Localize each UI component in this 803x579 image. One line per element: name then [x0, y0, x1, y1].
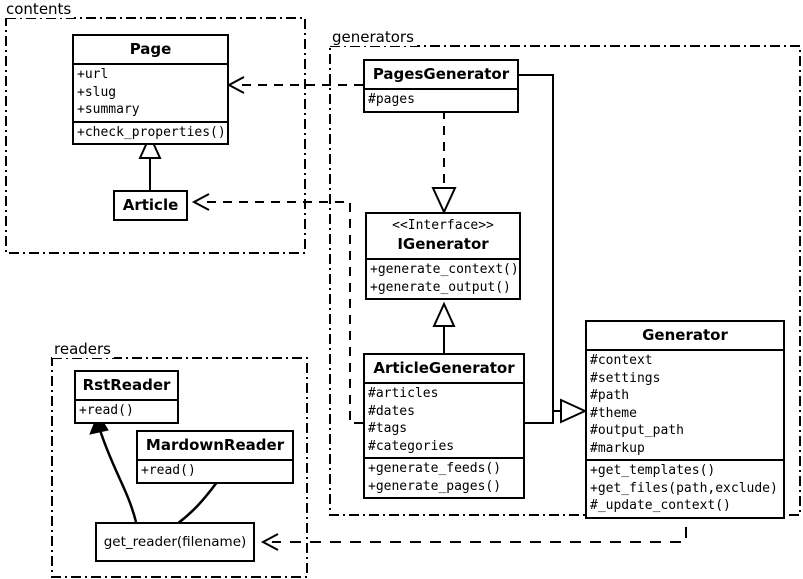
- attribute: #output_path: [590, 423, 684, 438]
- attribute: +slug: [77, 84, 117, 100]
- attribute: #settings: [590, 370, 661, 386]
- package-label-contents: contents: [4, 0, 75, 18]
- class-page-attributes: +url +slug +summary: [74, 63, 227, 121]
- relation-pagesgenerator-depends-page: [226, 76, 363, 94]
- attribute: #articles: [368, 386, 439, 401]
- attribute: +summary: [77, 102, 140, 117]
- operation: +generate_context(): [370, 262, 519, 277]
- operation: +generate_pages(): [368, 478, 502, 494]
- class-generator-attributes: #context #settings #path #theme #output_…: [587, 349, 783, 459]
- operation: +generate_feeds(): [368, 461, 502, 476]
- class-rstreader-title: RstReader: [82, 376, 171, 394]
- class-mardownreader-operations: +read(): [138, 459, 292, 482]
- class-generator-title: Generator: [642, 326, 728, 344]
- function-box-get-reader[interactable]: get_reader(filename): [95, 522, 255, 562]
- class-article-title: Article: [122, 196, 179, 214]
- relation-generators-generalize-generator: [519, 74, 588, 424]
- class-generator-operations: +get_templates() +get_files(path,exclude…: [587, 459, 783, 517]
- class-mardownreader-title: MardownReader: [145, 436, 285, 454]
- relation-articlegenerator-generalizes-igenerator: [432, 301, 456, 353]
- attribute: #tags: [368, 421, 408, 436]
- attribute: #pages: [368, 92, 415, 107]
- class-articlegenerator-title: ArticleGenerator: [373, 359, 515, 377]
- class-igenerator-title: IGenerator: [397, 235, 489, 253]
- class-rstreader[interactable]: RstReader +read(): [74, 370, 179, 424]
- function-box-get-reader-label: get_reader(filename): [103, 534, 247, 550]
- relation-articlegenerator-depends-article: [191, 193, 363, 424]
- class-pagesgenerator-attributes: #pages: [365, 88, 517, 111]
- operation: +read(): [79, 403, 134, 418]
- attribute: #theme: [590, 405, 637, 421]
- attribute: +url: [77, 67, 109, 82]
- class-article[interactable]: Article: [113, 190, 188, 221]
- operation: +check_properties(): [77, 124, 226, 140]
- class-articlegenerator[interactable]: ArticleGenerator #articles #dates #tags …: [363, 353, 525, 499]
- class-page-operations: +check_properties(): [74, 120, 227, 144]
- class-page-title: Page: [129, 40, 172, 58]
- operation: +get_templates(): [590, 463, 716, 478]
- class-pagesgenerator[interactable]: PagesGenerator #pages: [363, 59, 519, 113]
- class-mardownreader[interactable]: MardownReader +read(): [136, 430, 294, 484]
- relation-getreader-returns-rstreader: [89, 412, 138, 523]
- relation-pagesgenerator-realizes-igenerator: [431, 110, 457, 215]
- class-igenerator[interactable]: <<Interface>> IGenerator +generate_conte…: [365, 212, 521, 300]
- class-page[interactable]: Page +url +slug +summary +check_properti…: [72, 34, 229, 145]
- class-articlegenerator-operations: +generate_feeds() +generate_pages(): [365, 457, 523, 497]
- operation: +get_files(path,exclude): [590, 480, 778, 496]
- attribute: #context: [590, 353, 653, 368]
- class-rstreader-operations: +read(): [76, 399, 177, 422]
- class-articlegenerator-attributes: #articles #dates #tags #categories: [365, 382, 523, 457]
- attribute: #markup: [590, 440, 645, 456]
- class-igenerator-stereotype: <<Interface>>: [392, 218, 494, 233]
- attribute: #path: [590, 388, 630, 403]
- class-generator[interactable]: Generator #context #settings #path #them…: [585, 320, 785, 519]
- attribute: #dates: [368, 403, 415, 419]
- class-igenerator-operations: +generate_context() +generate_output(): [367, 258, 519, 298]
- operation: #_update_context(): [590, 498, 731, 513]
- attribute: #categories: [368, 438, 455, 454]
- package-label-generators: generators: [330, 28, 417, 46]
- class-pagesgenerator-title: PagesGenerator: [372, 65, 510, 83]
- operation: +generate_output(): [370, 279, 511, 295]
- package-label-readers: readers: [52, 340, 114, 358]
- operation: +read(): [141, 463, 196, 478]
